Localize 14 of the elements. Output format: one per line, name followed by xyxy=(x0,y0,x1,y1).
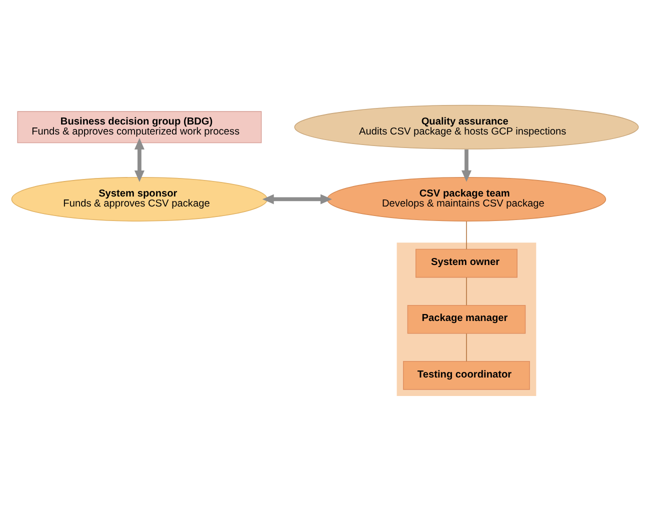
node-ellipse: Quality assurance Audits CSV package & hosts GCP inspections xyxy=(294,104,639,150)
connector xyxy=(466,333,467,362)
node-box: Package manager xyxy=(407,304,526,334)
arrow xyxy=(461,149,472,182)
node-ellipse: System sponsor Funds & approves CSV package xyxy=(11,176,268,222)
node-ellipse: CSV package team Develops & maintains CSV package xyxy=(326,176,606,222)
node-box: Testing coordinator xyxy=(403,361,530,390)
arrow xyxy=(262,194,332,204)
connector xyxy=(466,221,467,250)
arrow xyxy=(134,138,144,182)
node-box: System owner xyxy=(416,248,518,278)
connector xyxy=(466,277,467,306)
cluster xyxy=(396,242,536,396)
node-box: Business decision group (BDG) Funds & approves computerized work process xyxy=(17,111,262,144)
